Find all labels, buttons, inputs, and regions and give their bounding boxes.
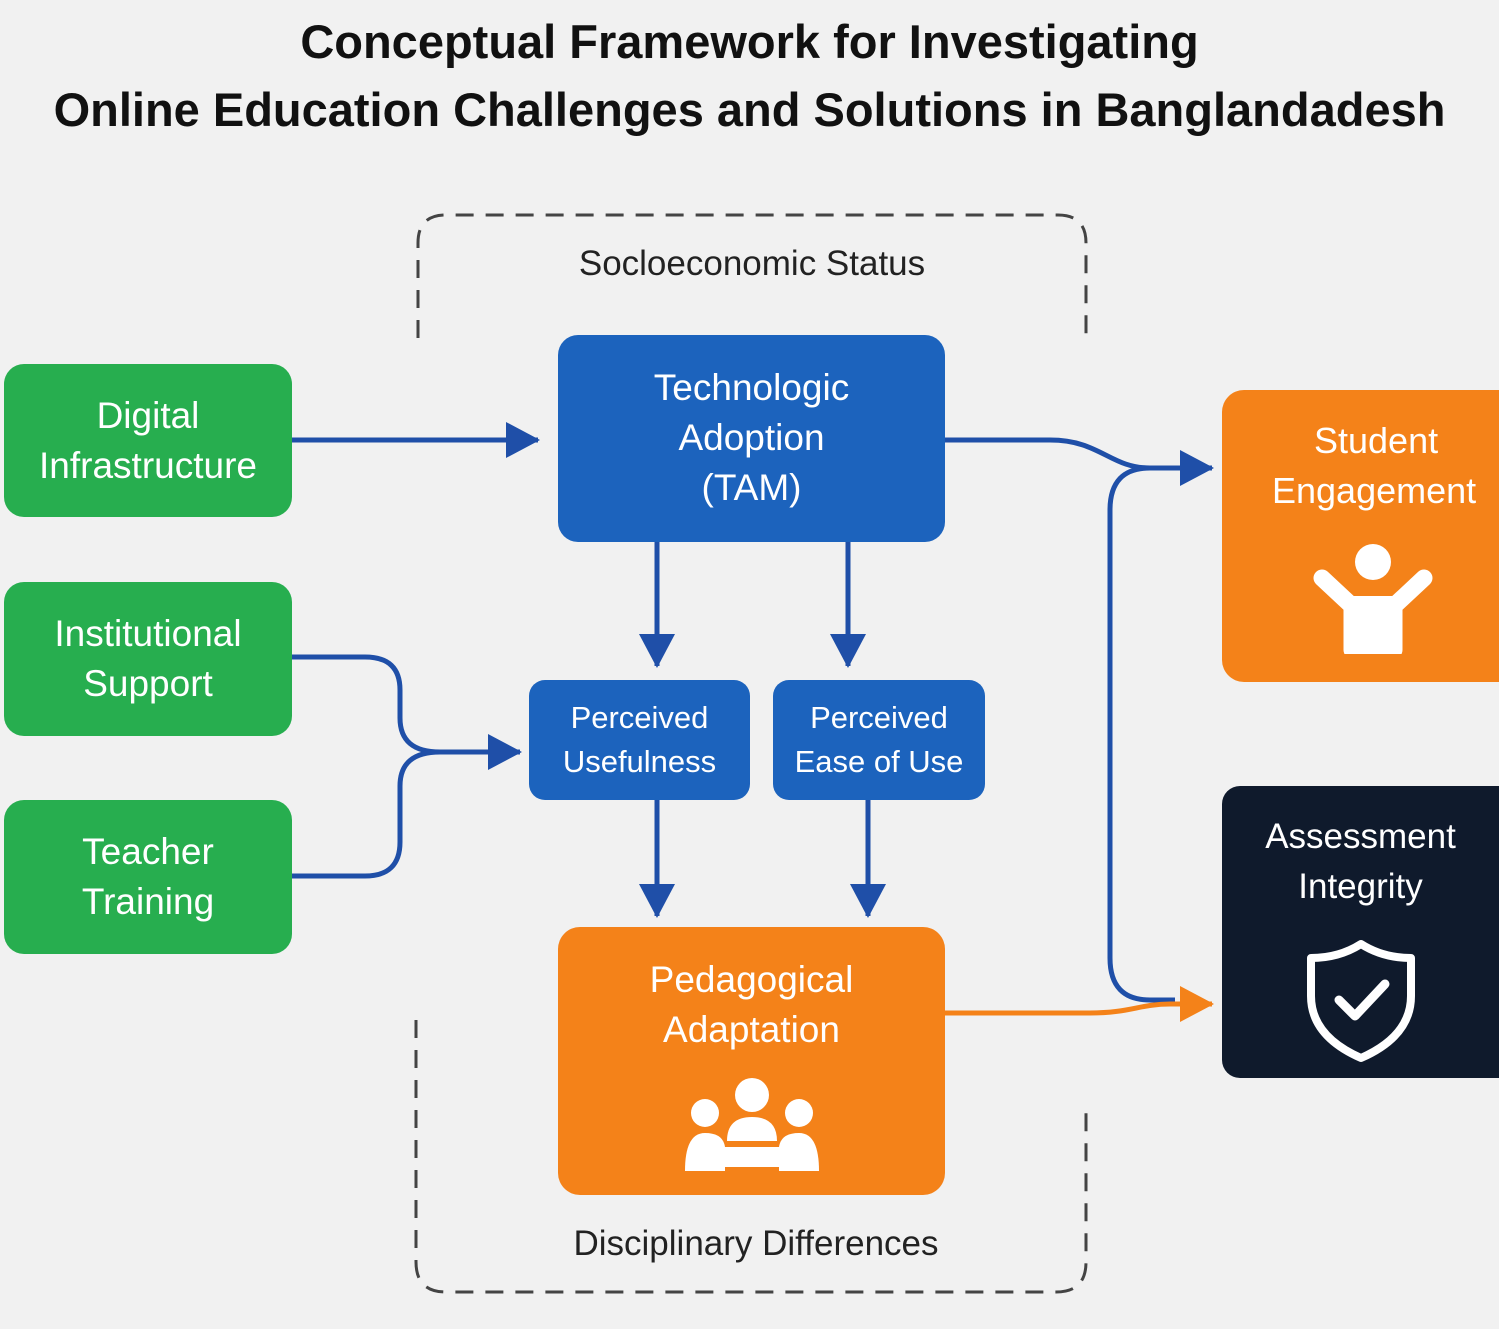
node-label: Institutional: [54, 613, 242, 654]
disciplinary-differences-label: Disciplinary Differences: [573, 1224, 939, 1263]
node-label: Perceived: [570, 700, 709, 735]
connector-teacher-training: [292, 749, 441, 879]
diagram-title: Conceptual Framework for Investigating O…: [0, 8, 1499, 144]
context-bracket-top: [416, 213, 1088, 338]
node-digital-infrastructure[interactable]: Digital Infrastructure: [4, 364, 292, 517]
node-label: Infrastructure: [39, 444, 257, 486]
node-pedagogical-adaptation[interactable]: Pedagogical Adaptation: [558, 927, 945, 1195]
node-perceived-usefulness[interactable]: Perceived Usefulness: [529, 680, 750, 800]
node-label: Usefulness: [562, 744, 717, 779]
title-line-2: Online Education Challenges and Solution…: [53, 83, 1446, 136]
node-student-engagement[interactable]: Student Engagement: [1222, 390, 1499, 682]
title-line-1: Conceptual Framework for Investigating: [300, 15, 1199, 68]
arrow-pedagogy-to-integrity: [945, 986, 1214, 1022]
node-label: Teacher: [82, 831, 214, 872]
node-teacher-training[interactable]: Teacher Training: [4, 800, 292, 954]
node-label: Support: [83, 663, 213, 704]
context-bracket-bottom: [414, 1020, 1088, 1294]
node-label: Technologic: [653, 367, 850, 408]
person-arms-raised-icon: [1313, 544, 1433, 654]
node-label: Pedagogical: [649, 959, 854, 1000]
node-label: Perceived: [810, 700, 948, 735]
socioeconomic-status-label: Socloeconomic Status: [578, 244, 926, 283]
node-label: Adaptation: [663, 1009, 840, 1050]
arrow-tam-to-engagement: [945, 437, 1214, 486]
node-institutional-support[interactable]: Institutional Support: [4, 582, 292, 736]
node-label: Adoption: [678, 417, 825, 458]
node-label: Training: [81, 881, 215, 922]
node-label: Integrity: [1298, 867, 1423, 906]
node-label: Digital: [96, 394, 200, 436]
node-label: Ease of Use: [794, 744, 964, 779]
node-label: (TAM): [701, 467, 802, 508]
node-perceived-ease-of-use[interactable]: Perceived Ease of Use: [773, 680, 985, 800]
connector-engagement-integrity: [1107, 465, 1175, 1003]
node-label: Assessment: [1265, 817, 1456, 856]
group-meeting-icon: [684, 1078, 819, 1171]
node-technologic-adoption[interactable]: Technologic Adoption (TAM): [558, 335, 945, 542]
node-label: Engagement: [1272, 470, 1477, 511]
node-assessment-integrity[interactable]: Assessment Integrity: [1222, 786, 1499, 1078]
connector-institutional-support: [292, 654, 441, 755]
shield-check-icon: [1306, 940, 1415, 1062]
node-label: Student: [1314, 420, 1439, 461]
